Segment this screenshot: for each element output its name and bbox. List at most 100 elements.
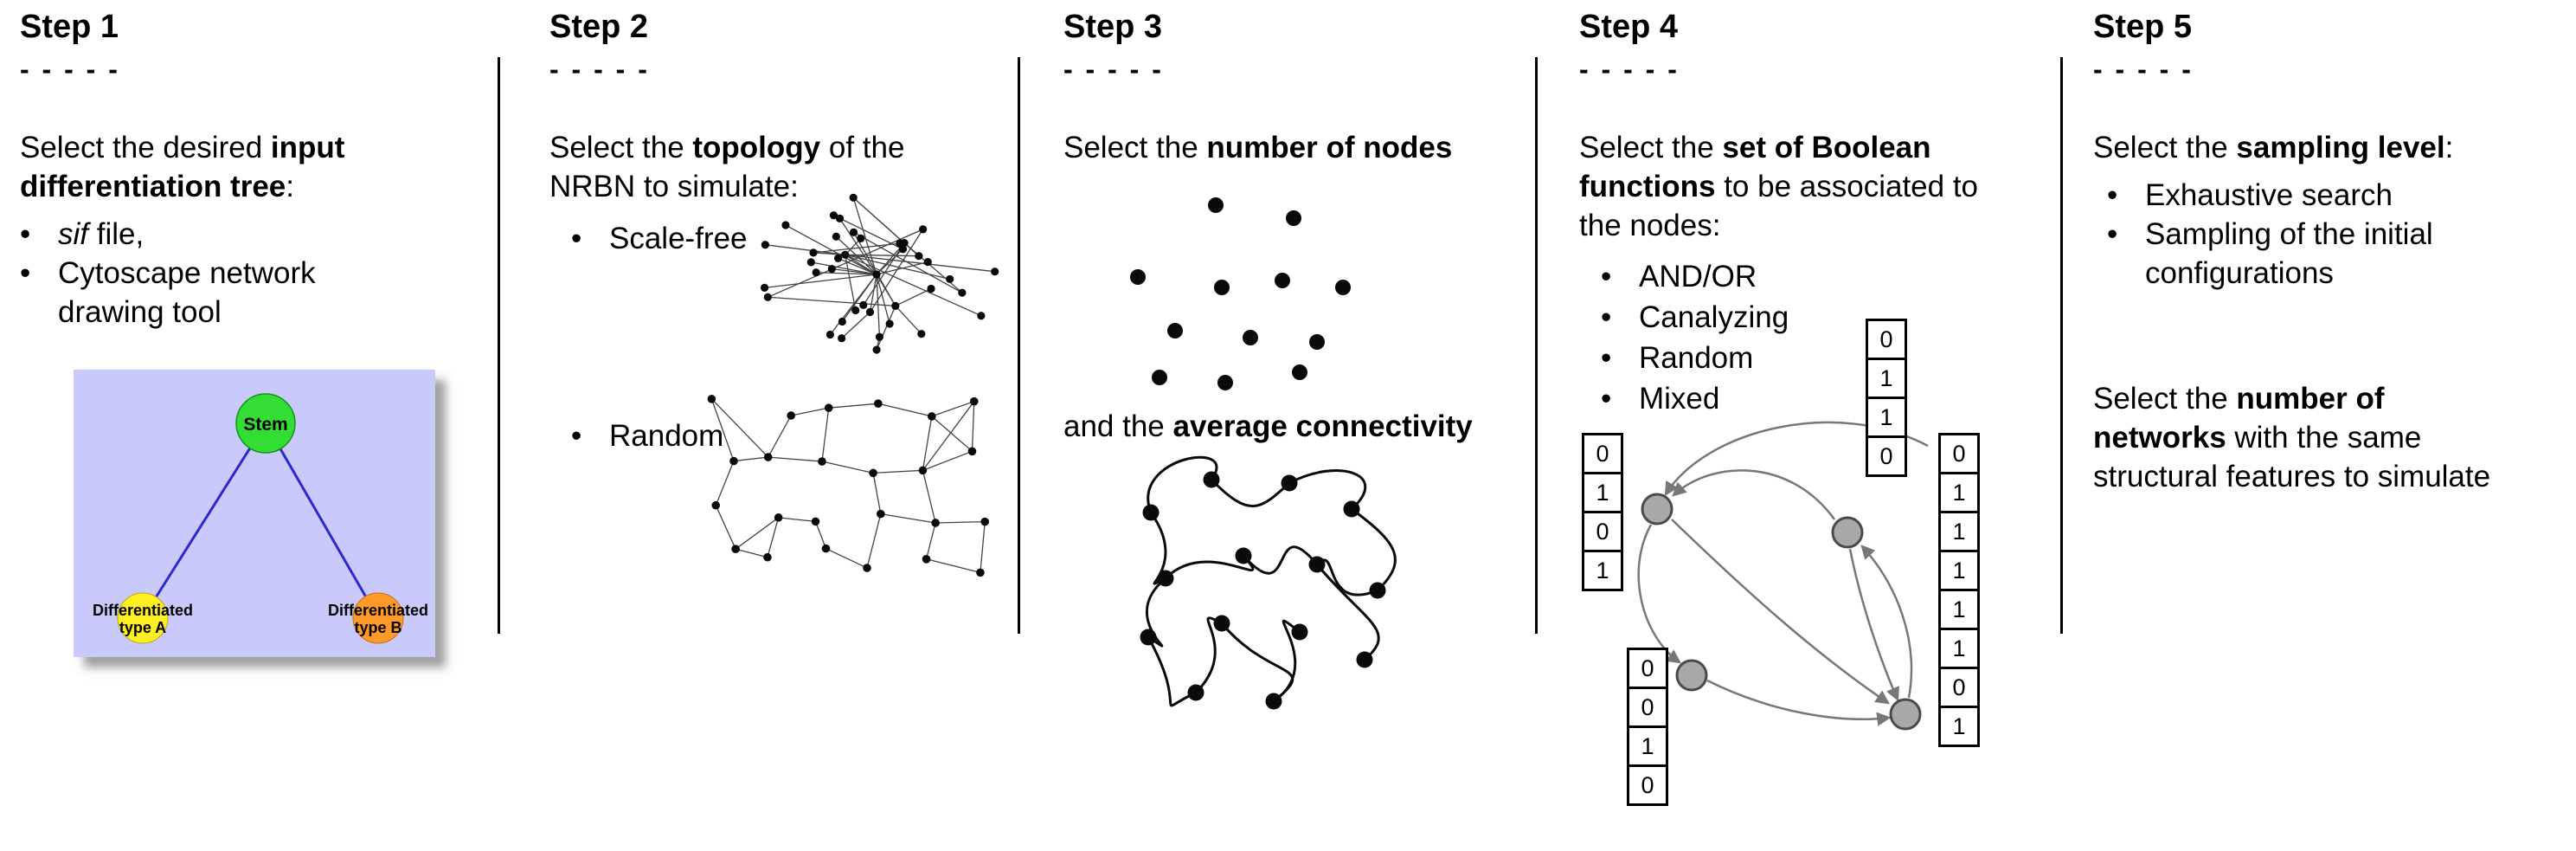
text-seg-bold: functions bbox=[1579, 170, 1716, 203]
graph-edge bbox=[735, 517, 780, 550]
graph-edge bbox=[710, 398, 769, 458]
graph-edge bbox=[814, 521, 827, 549]
column-divider bbox=[498, 57, 500, 634]
text-line: Select the topology of the bbox=[549, 128, 904, 167]
node-dot bbox=[1140, 629, 1157, 646]
graph-edge bbox=[715, 505, 736, 550]
graph-node bbox=[838, 317, 846, 326]
graph-edge bbox=[866, 513, 882, 569]
boolean-cell: 0 bbox=[1627, 764, 1668, 806]
column-divider bbox=[1535, 57, 1538, 634]
graph-edge bbox=[872, 473, 882, 514]
node-dot bbox=[1203, 471, 1220, 488]
boolean-cell: 0 bbox=[1866, 435, 1907, 477]
graph-edge bbox=[710, 398, 735, 461]
graph-node bbox=[891, 301, 900, 310]
graph-node bbox=[946, 274, 954, 284]
text-seg: Select the desired bbox=[20, 131, 271, 164]
graph-node bbox=[872, 270, 881, 279]
graph-edge bbox=[845, 255, 857, 311]
bullet-marker: • bbox=[20, 256, 31, 290]
graph-edge bbox=[733, 456, 768, 462]
graph-node bbox=[919, 225, 928, 234]
step4-title: Step 4 bbox=[1579, 9, 1679, 45]
bullet-text: Mixed bbox=[1639, 382, 1720, 416]
nodes-dots-illustration bbox=[1130, 197, 1351, 390]
graph-node bbox=[774, 513, 783, 522]
text-line: Select the desired input bbox=[20, 128, 344, 167]
graph-node bbox=[869, 468, 877, 478]
graph-node bbox=[849, 228, 858, 236]
connectivity-curve bbox=[1210, 478, 1291, 507]
connectivity-curve bbox=[1242, 545, 1319, 575]
graph-node bbox=[977, 312, 986, 320]
node-dot bbox=[1275, 273, 1290, 288]
node-dot bbox=[1356, 651, 1373, 668]
boolean-cell: 0 bbox=[1627, 648, 1668, 689]
boolean-cell: 0 bbox=[1866, 319, 1907, 360]
step2-instruction: Select the topology of the NRBN to simul… bbox=[549, 128, 904, 206]
text-line: differentiation tree: bbox=[20, 167, 344, 206]
node-dot bbox=[1152, 370, 1167, 385]
connectivity-curve bbox=[1147, 455, 1218, 513]
scale-free-bullet: • Scale-free bbox=[571, 219, 748, 258]
boolean-cell: 1 bbox=[1582, 550, 1623, 591]
graph-edge bbox=[845, 254, 995, 273]
network-node bbox=[1641, 493, 1673, 525]
graph-edge bbox=[922, 401, 975, 471]
connectivity-curve bbox=[1315, 564, 1380, 661]
boolean-cell: 1 bbox=[1938, 706, 1980, 747]
column-divider bbox=[1018, 57, 1020, 634]
list-item: •Random bbox=[1601, 338, 1973, 378]
graph-edge bbox=[816, 272, 877, 275]
tree-edge-left bbox=[141, 422, 267, 619]
step2-title: Step 2 bbox=[549, 9, 649, 45]
graph-node bbox=[865, 307, 875, 317]
step1-title: Step 1 bbox=[20, 9, 119, 45]
boolean-cell: 1 bbox=[1582, 472, 1623, 513]
node-dot bbox=[1265, 693, 1282, 710]
graph-edge bbox=[778, 517, 816, 523]
graph-node bbox=[923, 258, 932, 267]
step3-dash-line: - - - - - bbox=[1063, 54, 1164, 85]
text-seg: Select the bbox=[1063, 131, 1207, 164]
step1-dash-line: - - - - - bbox=[20, 54, 120, 85]
graph-edge bbox=[767, 517, 780, 558]
graph-node bbox=[915, 252, 923, 261]
column-divider bbox=[2060, 57, 2063, 634]
connectivity-curve bbox=[1147, 636, 1197, 707]
graph-edge bbox=[931, 401, 974, 417]
bullet-text: sif file, bbox=[58, 215, 144, 254]
graph-edge bbox=[895, 287, 932, 306]
step5-bullet-list: •Exhaustive search •Sampling of the init… bbox=[2107, 176, 2540, 293]
bullet-text: Sampling of the initial configurations bbox=[2145, 217, 2433, 290]
graph-edge bbox=[869, 229, 924, 313]
step3-instruction: Select the number of nodes bbox=[1063, 128, 1452, 167]
text-seg: Select the bbox=[549, 131, 693, 164]
graph-edge bbox=[873, 469, 923, 474]
step3-title: Step 3 bbox=[1063, 9, 1163, 45]
bullet-marker: • bbox=[571, 419, 582, 453]
graph-edge bbox=[829, 274, 877, 335]
node-dot bbox=[1281, 474, 1298, 492]
graph-node bbox=[877, 509, 885, 519]
tree-edge-right bbox=[264, 422, 380, 619]
text-seg: : bbox=[286, 170, 294, 203]
graph-edge bbox=[845, 254, 982, 317]
graph-node bbox=[829, 211, 838, 220]
node-dot bbox=[1167, 323, 1183, 338]
graph-node bbox=[872, 345, 881, 354]
text-seg: Select the bbox=[2093, 382, 2237, 416]
graph-node bbox=[763, 453, 773, 461]
text-line: and the average connectivity bbox=[1063, 407, 1473, 446]
graph-edge bbox=[828, 403, 878, 409]
bullet-marker: • bbox=[1601, 300, 1612, 334]
text-seg: of the bbox=[820, 131, 905, 164]
step1-bullet-list: • sif file, • Cytoscape network drawing … bbox=[20, 215, 470, 332]
differentiation-tree-illustration: Stem Differentiated type A Differentiate… bbox=[74, 370, 435, 657]
bullet-text: AND/OR bbox=[1639, 260, 1757, 293]
graph-node bbox=[896, 239, 904, 248]
graph-edge bbox=[845, 254, 950, 280]
graph-edge bbox=[971, 401, 975, 452]
boolean-cell: 1 bbox=[1627, 725, 1668, 767]
